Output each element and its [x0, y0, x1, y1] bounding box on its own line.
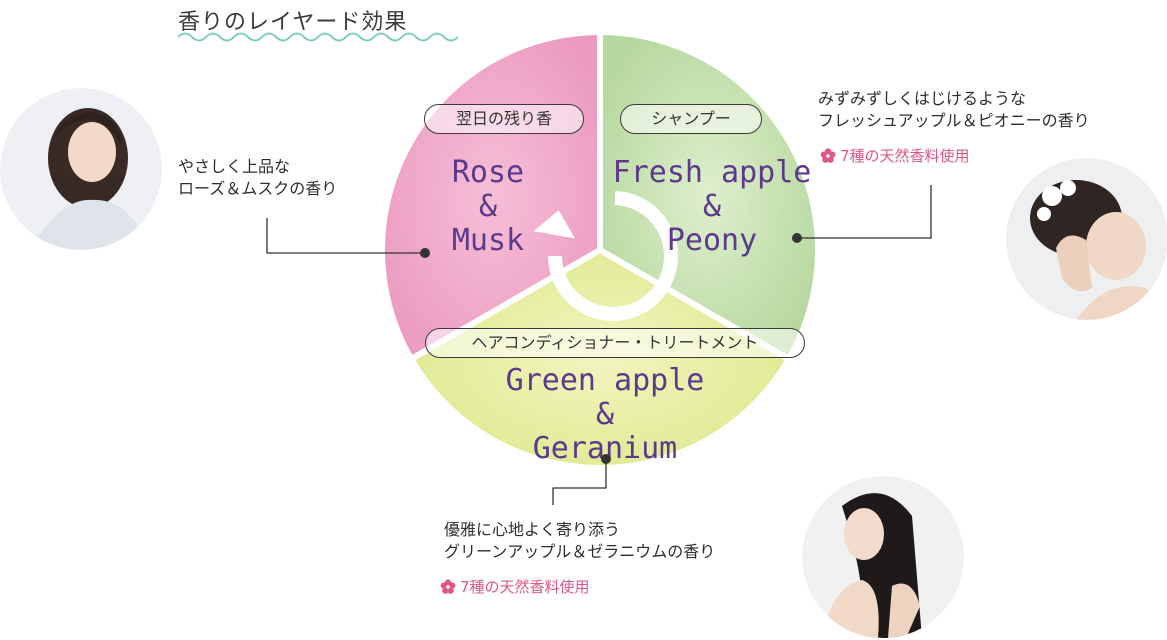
label-shampoo: シャンプー	[620, 104, 762, 134]
wavy-underline	[178, 32, 459, 42]
right-callout-note: 7種の天然香料使用	[820, 145, 970, 166]
flower-icon	[820, 147, 836, 163]
page-title: 香りのレイヤード効果	[178, 10, 408, 35]
scent-rose-musk: Rose & Musk	[451, 155, 525, 258]
photo-woman-shampooing	[1006, 158, 1167, 320]
label-conditioner-treatment: ヘアコンディショナー・トリートメント	[425, 328, 805, 358]
bottom-callout-text: 優雅に心地よく寄り添う グリーンアップル＆ゼラニウムの香り	[444, 520, 716, 561]
flower-icon	[440, 578, 456, 594]
right-callout-text: みずみずしくはじけるような フレッシュアップル＆ピオニーの香り	[818, 89, 1090, 130]
cycle-arrow-icon	[533, 191, 678, 321]
left-callout-text: やさしく上品な ローズ＆ムスクの香り	[178, 157, 338, 198]
photo-woman-long-hair	[802, 476, 964, 638]
scent-fresh-apple-peony: Fresh apple & Peony	[612, 155, 812, 258]
label-next-day-scent: 翌日の残り香	[424, 104, 584, 134]
bottom-callout-note: 7種の天然香料使用	[440, 576, 590, 597]
photo-woman-touching-hair	[0, 88, 162, 250]
